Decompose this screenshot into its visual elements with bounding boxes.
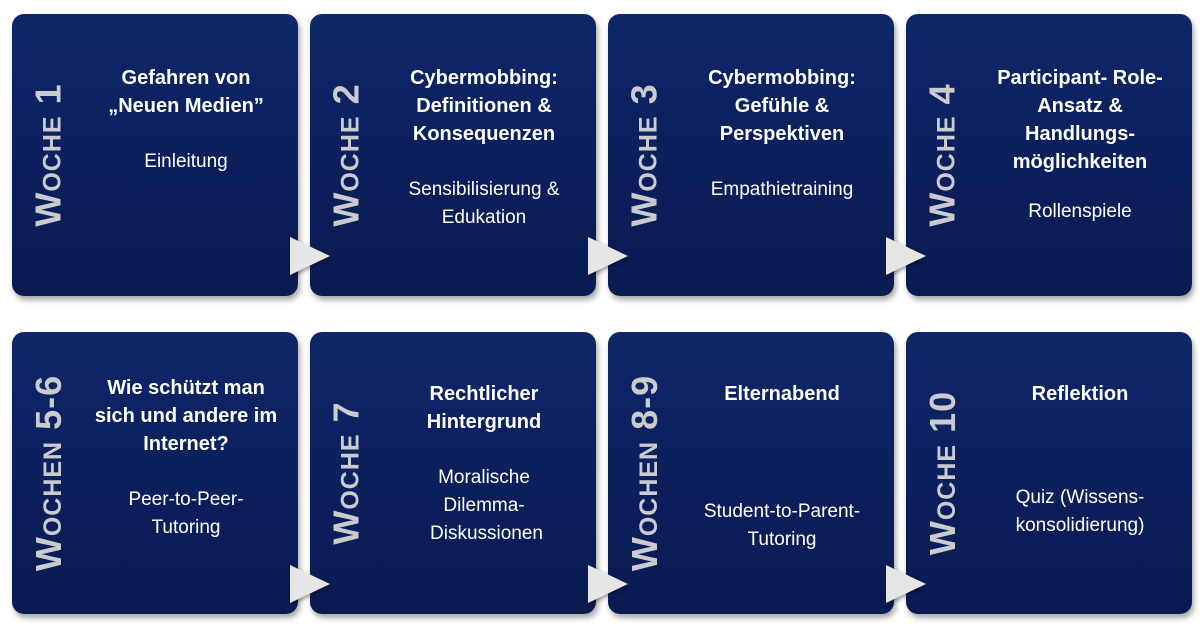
card-content: Elternabend Student-to-Parent-Tutoring bbox=[678, 380, 886, 604]
arrow-icon bbox=[290, 237, 330, 275]
arrow-icon bbox=[290, 565, 330, 603]
card-subtitle: Rollenspiele bbox=[1028, 201, 1132, 222]
week-card-7: Woche 7 Rechtlicher Hintergrund Moralisc… bbox=[310, 332, 596, 614]
card-subtitle: Sensibilisierung & Edukation bbox=[408, 179, 560, 228]
card-subtitle: Einleitung bbox=[144, 151, 228, 172]
week-label: Wochen 5-6 bbox=[28, 374, 70, 572]
week-card-4: Woche 4 Participant- Role-Ansatz & Handl… bbox=[906, 14, 1192, 296]
card-content: Reflektion Quiz (Wissens-konsolidierung) bbox=[976, 380, 1184, 604]
card-subtitle: Quiz (Wissens-konsolidierung) bbox=[1015, 487, 1145, 536]
card-title: Rechtlicher Hintergrund bbox=[426, 383, 542, 433]
card-content: Participant- Role-Ansatz & Handlungs-mög… bbox=[976, 64, 1184, 286]
card-subtitle: Student-to-Parent-Tutoring bbox=[703, 501, 861, 550]
card-title: Participant- Role-Ansatz & Handlungs-mög… bbox=[997, 67, 1163, 173]
card-title: Cybermobbing: Definitionen & Konsequenze… bbox=[410, 67, 558, 145]
card-title: Elternabend bbox=[724, 383, 840, 405]
card-content: Rechtlicher Hintergrund Moralische Dilem… bbox=[380, 380, 588, 604]
arrow-icon bbox=[588, 565, 628, 603]
card-content: Cybermobbing: Gefühle & Perspektiven Emp… bbox=[678, 64, 886, 286]
arrow-icon bbox=[886, 237, 926, 275]
card-subtitle: Peer-to-Peer-Tutoring bbox=[128, 489, 244, 538]
card-content: Gefahren von „Neuen Medien” Einleitung bbox=[82, 64, 290, 286]
week-label: Woche 1 bbox=[28, 83, 70, 227]
card-subtitle: Moralische Dilemma-Diskussionen bbox=[430, 467, 543, 544]
card-subtitle: Empathietraining bbox=[710, 179, 854, 200]
week-card-10: Woche 10 Reflektion Quiz (Wissens-konsol… bbox=[906, 332, 1192, 614]
card-title: Cybermobbing: Gefühle & Perspektiven bbox=[708, 67, 856, 145]
card-content: Wie schützt man sich und andere im Inter… bbox=[82, 374, 290, 604]
week-card-5-6: Wochen 5-6 Wie schützt man sich und ande… bbox=[12, 332, 298, 614]
week-card-2: Woche 2 Cybermobbing: Definitionen & Kon… bbox=[310, 14, 596, 296]
card-title: Reflektion bbox=[1031, 383, 1129, 405]
arrow-icon bbox=[588, 237, 628, 275]
week-card-1: Woche 1 Gefahren von „Neuen Medien” Einl… bbox=[12, 14, 298, 296]
arrow-icon bbox=[886, 565, 926, 603]
card-title: Gefahren von „Neuen Medien” bbox=[108, 67, 264, 117]
card-content: Cybermobbing: Definitionen & Konsequenze… bbox=[380, 64, 588, 286]
week-card-8-9: Wochen 8-9 Elternabend Student-to-Parent… bbox=[608, 332, 894, 614]
week-card-3: Woche 3 Cybermobbing: Gefühle & Perspekt… bbox=[608, 14, 894, 296]
card-title: Wie schützt man sich und andere im Inter… bbox=[94, 377, 278, 455]
